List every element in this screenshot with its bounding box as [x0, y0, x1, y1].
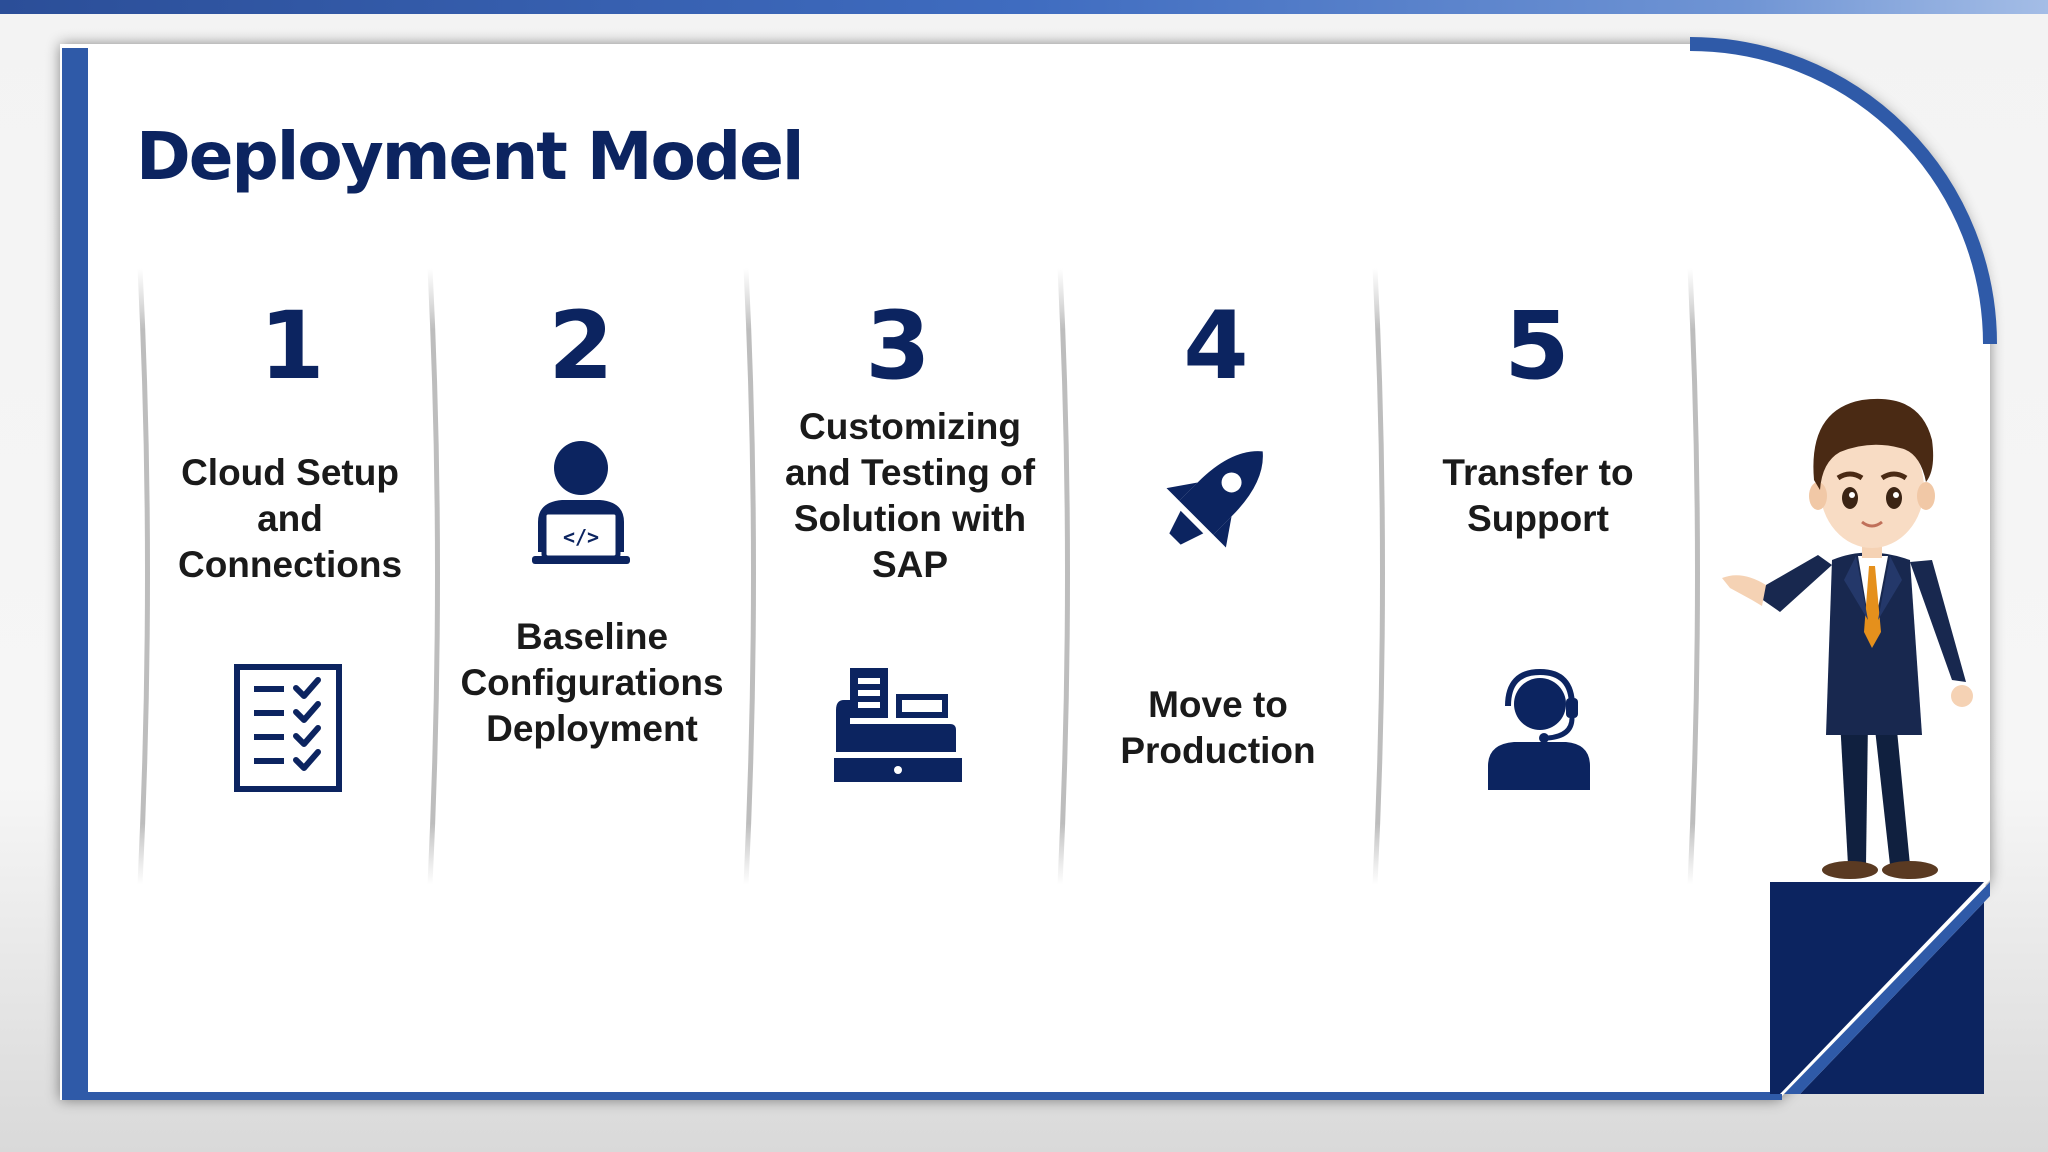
step-1-line-3: Connections	[177, 544, 403, 585]
step-2-line-3: Deployment	[486, 708, 698, 749]
step-1-line-2: and	[257, 498, 323, 539]
developer-code-icon: </>	[528, 440, 634, 572]
left-accent-bar	[62, 48, 88, 1098]
top-accent-strip	[0, 0, 2048, 14]
step-4-line-1: Move to	[1148, 684, 1288, 725]
step-number-5: 5	[1504, 292, 1570, 401]
step-number-3: 3	[865, 292, 931, 401]
corner-arc	[1689, 37, 1997, 345]
step-3-line-3: Solution with	[793, 498, 1027, 539]
step-3-line-2: and Testing of	[784, 452, 1036, 493]
step-3-line-4: SAP	[871, 544, 949, 585]
cash-register-icon	[832, 666, 964, 788]
slide-card	[60, 44, 1990, 1100]
step-number-4: 4	[1183, 292, 1249, 401]
slide-title: Deployment Model	[136, 118, 804, 195]
step-label-5: Transfer to Support	[1388, 450, 1688, 542]
bottom-border	[62, 1092, 1782, 1100]
step-2-line-2: Configurations	[460, 662, 724, 703]
pedestal-folded-corner	[1770, 882, 1990, 1094]
svg-text:</>: </>	[563, 525, 599, 549]
businessman-illustration	[1722, 398, 1973, 879]
step-dividers	[137, 267, 1700, 886]
step-2-line-1: Baseline	[515, 616, 669, 657]
step-label-1: Cloud Setup and Connections	[140, 450, 440, 588]
step-label-3: Customizing and Testing of Solution with…	[760, 404, 1060, 588]
step-number-2: 2	[548, 292, 614, 401]
step-5-line-1: Transfer to	[1442, 452, 1634, 493]
step-4-line-2: Production	[1120, 730, 1316, 771]
step-number-1: 1	[259, 292, 325, 401]
support-agent-icon	[1484, 666, 1594, 796]
step-label-2: Baseline Configurations Deployment	[442, 614, 742, 752]
checklist-icon	[234, 664, 342, 796]
step-3-line-1: Customizing	[799, 406, 1021, 447]
step-5-line-2: Support	[1467, 498, 1609, 539]
rocket-icon	[1148, 430, 1284, 570]
step-label-4: Move to Production	[1068, 682, 1368, 774]
step-1-line-1: Cloud Setup	[181, 452, 399, 493]
